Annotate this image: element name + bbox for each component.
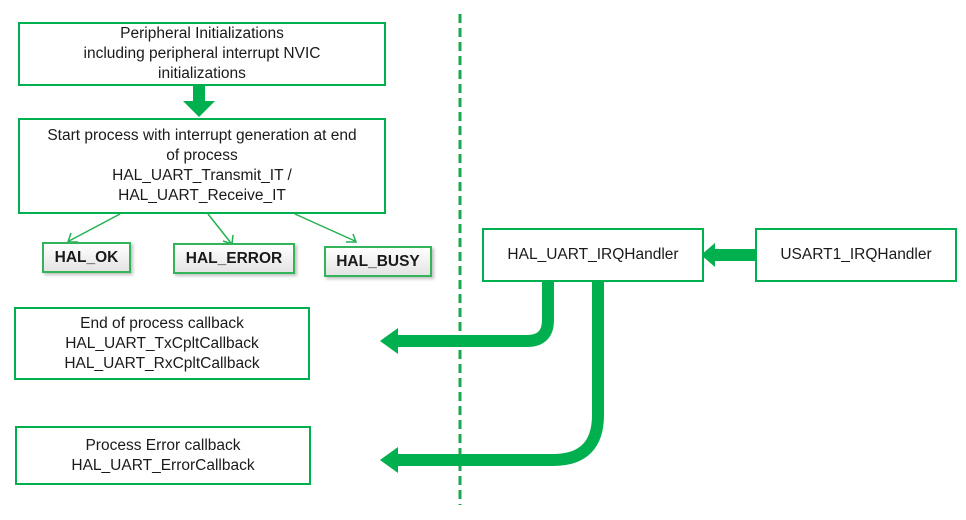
end-callback-line-2: HAL_UART_TxCpltCallback — [65, 334, 259, 352]
error-callback-box: Process Error callback HAL_UART_ErrorCal… — [15, 426, 311, 485]
start-line-1: Start process with interrupt generation … — [47, 127, 357, 144]
hal-irq-handler-label: HAL_UART_IRQHandler — [507, 246, 679, 263]
end-of-process-callback-box: End of process callback HAL_UART_TxCpltC… — [14, 307, 310, 380]
error-arrow-icon — [380, 281, 604, 473]
init-line-2: including peripheral interrupt NVIC — [83, 45, 321, 62]
end-callback-line-1: End of process callback — [80, 314, 244, 332]
irq-arrow-icon — [701, 243, 758, 267]
status-arrows — [66, 213, 358, 246]
init-line-3: initializations — [158, 65, 246, 82]
usart1-irq-handler-box: USART1_IRQHandler — [755, 228, 957, 282]
peripheral-init-box: Peripheral Initializations including per… — [18, 22, 386, 86]
usart1-irq-handler-label: USART1_IRQHandler — [780, 246, 932, 263]
init-line-1: Peripheral Initializations — [120, 25, 284, 42]
error-callback-line-1: Process Error callback — [85, 436, 241, 454]
start-line-2: of process — [166, 147, 238, 164]
start-line-4: HAL_UART_Receive_IT — [118, 187, 286, 204]
hal-uart-irq-handler-box: HAL_UART_IRQHandler — [482, 228, 704, 282]
start-line-3: HAL_UART_Transmit_IT / — [112, 167, 292, 184]
status-hal-busy: HAL_BUSY — [324, 246, 432, 277]
end-callback-line-3: HAL_UART_RxCpltCallback — [64, 354, 260, 372]
callback-arrow-icon — [380, 281, 554, 354]
down-arrow-icon — [183, 85, 215, 117]
error-callback-line-2: HAL_UART_ErrorCallback — [71, 456, 255, 474]
status-hal-error: HAL_ERROR — [173, 243, 295, 274]
start-process-box: Start process with interrupt generation … — [18, 118, 386, 214]
status-hal-ok: HAL_OK — [42, 242, 131, 273]
